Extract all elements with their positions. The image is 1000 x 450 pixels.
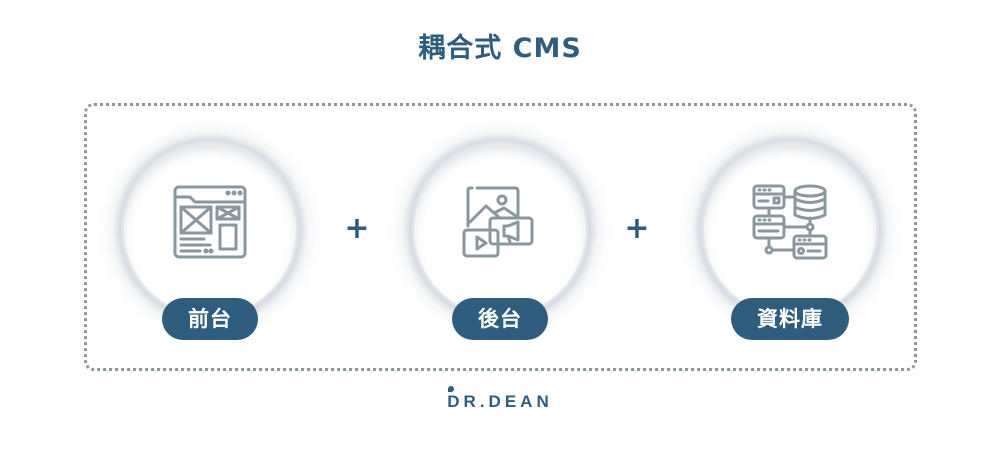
label-database: 資料庫 — [731, 298, 849, 340]
plus-operator-2: + — [624, 211, 650, 246]
component-backend: 後台 — [400, 130, 600, 340]
logo-mark-letter: D — [447, 392, 464, 411]
plus-operator-1: + — [344, 211, 370, 246]
database-server-icon — [752, 184, 828, 260]
media-content-icon — [462, 186, 534, 258]
component-frontend: 前台 — [110, 130, 310, 340]
web-layout-icon — [173, 185, 247, 259]
circle-inner — [414, 144, 586, 316]
logo-drop-icon — [448, 386, 455, 392]
page-title: 耦合式 CMS — [418, 33, 582, 64]
logo-mark: D — [447, 386, 464, 412]
logo-text: R.DEAN — [463, 392, 553, 411]
label-backend: 後台 — [452, 298, 548, 340]
component-database: 資料庫 — [690, 130, 890, 340]
cms-frame-border — [84, 103, 917, 371]
circle-inner — [704, 144, 876, 316]
label-frontend: 前台 — [162, 298, 258, 340]
dr-dean-logo: DR.DEAN — [0, 386, 1000, 412]
